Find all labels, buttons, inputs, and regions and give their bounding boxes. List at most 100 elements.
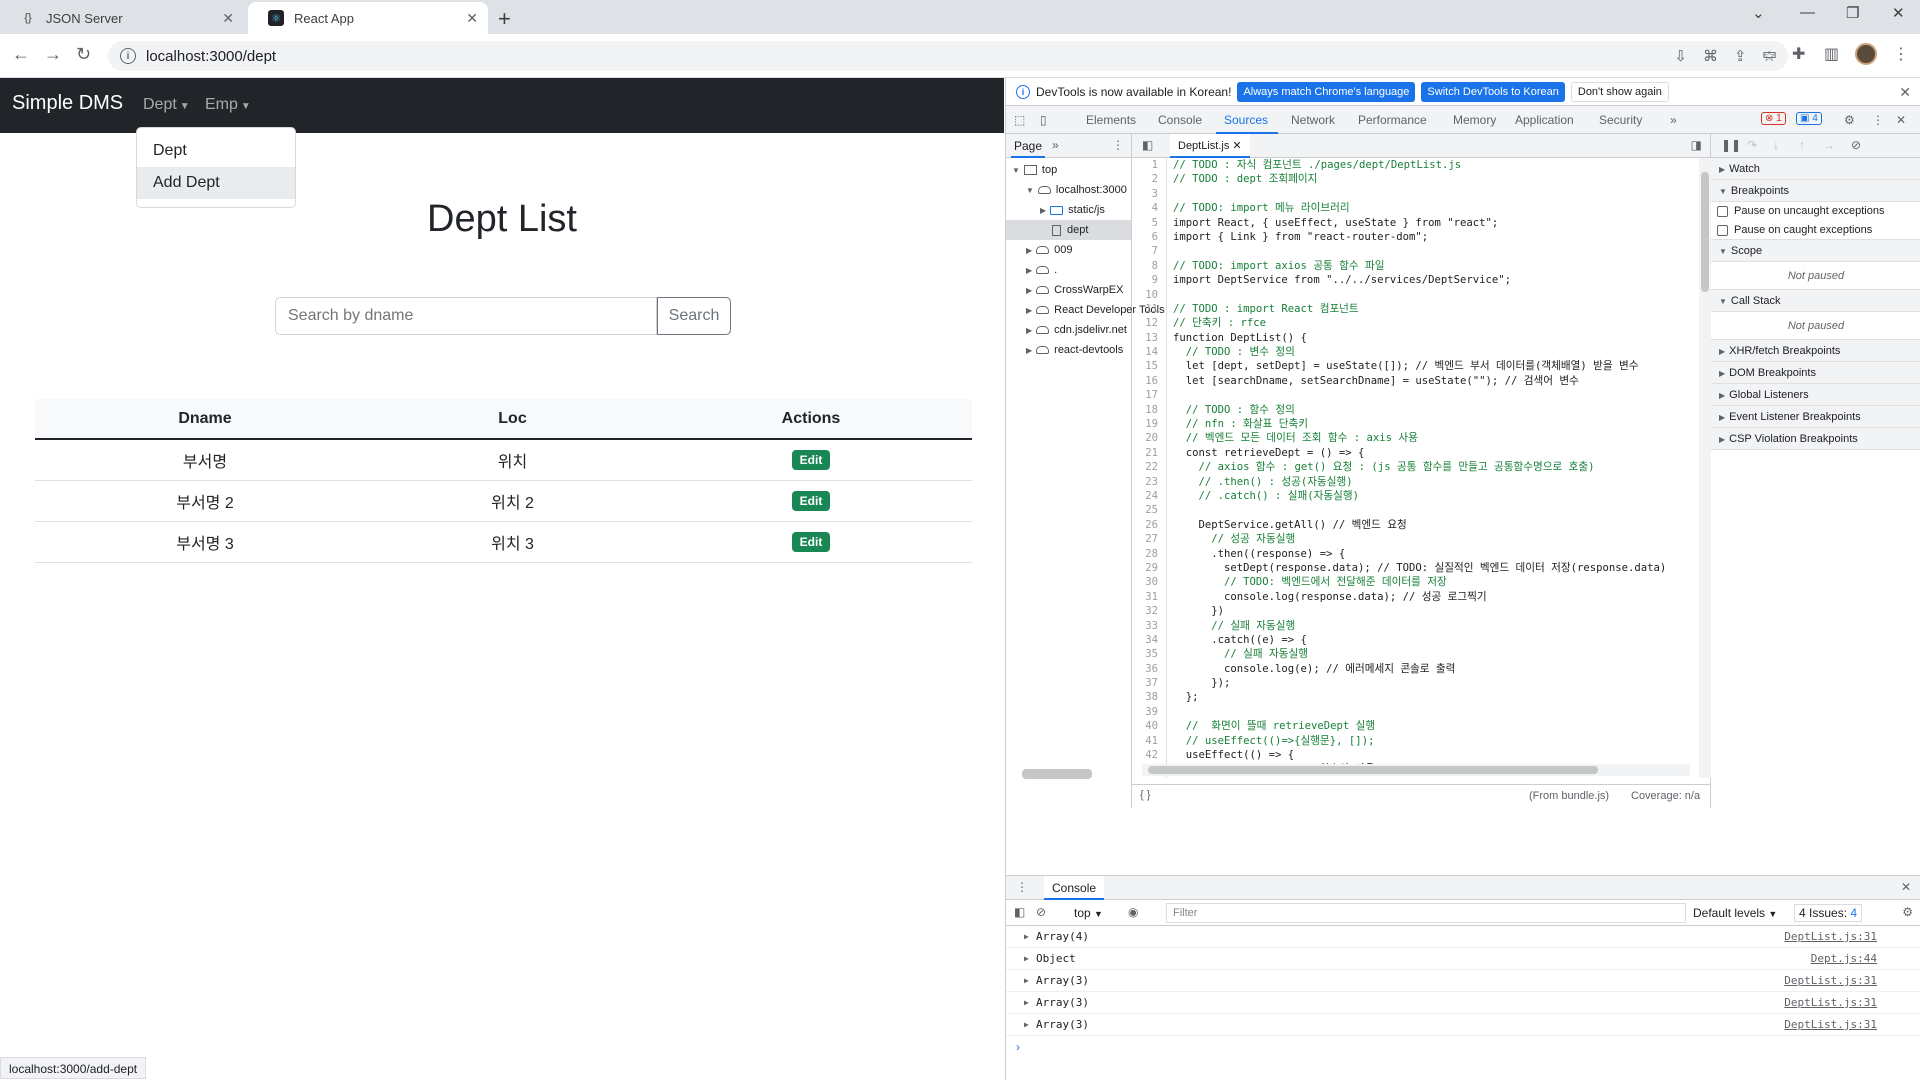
line-number[interactable]: 11 xyxy=(1145,302,1158,315)
reload-icon[interactable]: ↻ xyxy=(76,44,92,64)
line-number[interactable]: 38 xyxy=(1145,691,1158,704)
line-number[interactable]: 31 xyxy=(1145,590,1158,603)
tab-console[interactable]: Console xyxy=(1158,113,1203,127)
line-number[interactable]: 13 xyxy=(1145,331,1158,344)
dropdown-item-add-dept[interactable]: Add Dept xyxy=(137,167,295,199)
clear-console-icon[interactable]: ⊘ xyxy=(1036,905,1047,919)
console-settings-gear-icon[interactable]: ⚙ xyxy=(1902,905,1913,919)
cast-icon[interactable]: ▭ xyxy=(1762,46,1778,63)
tree-item-localhost[interactable]: ▼localhost:3000 xyxy=(1026,180,1127,200)
tab-elements[interactable]: Elements xyxy=(1086,113,1137,127)
step-over-icon[interactable]: ↷ xyxy=(1747,138,1758,152)
code-line[interactable]: 35 // 실패 자동실행 xyxy=(1132,647,1699,662)
line-number[interactable]: 27 xyxy=(1145,533,1158,546)
tab-memory[interactable]: Memory xyxy=(1453,113,1497,127)
menu-kebab-icon[interactable]: ⋮ xyxy=(1893,46,1909,63)
pretty-print-icon[interactable]: { } xyxy=(1140,789,1151,801)
horizontal-scrollbar[interactable] xyxy=(1142,764,1690,776)
device-toolbar-icon[interactable]: ▯ xyxy=(1040,113,1047,127)
line-number[interactable]: 6 xyxy=(1151,230,1158,243)
code-line[interactable]: 14 // TODO : 변수 정의 xyxy=(1132,345,1699,360)
scrollbar-thumb[interactable] xyxy=(1148,766,1598,774)
source-link[interactable]: DeptList.js:31 xyxy=(1784,996,1877,1009)
code-line[interactable]: 8// TODO: import axios 공통 함수 파일 xyxy=(1132,258,1699,274)
pause-caught-option[interactable]: Pause on caught exceptions xyxy=(1711,221,1920,240)
tree-item-top[interactable]: ▼top xyxy=(1012,160,1057,180)
source-link[interactable]: DeptList.js:31 xyxy=(1784,1018,1877,1031)
line-number[interactable]: 1 xyxy=(1151,159,1158,171)
search-input[interactable] xyxy=(275,297,657,335)
section-breakpoints[interactable]: ▼Breakpoints xyxy=(1711,180,1920,202)
line-number[interactable]: 25 xyxy=(1145,504,1158,517)
line-number[interactable]: 2 xyxy=(1151,173,1158,186)
dont-show-again-button[interactable]: Don't show again xyxy=(1570,81,1669,102)
devtools-menu-icon[interactable]: ⋮ xyxy=(1872,113,1884,127)
line-number[interactable]: 26 xyxy=(1145,518,1158,531)
code-line[interactable]: 25 xyxy=(1132,503,1699,518)
line-number[interactable]: 23 xyxy=(1145,475,1158,488)
error-count-badge[interactable]: ⊗ 1 xyxy=(1761,112,1786,125)
line-number[interactable]: 36 xyxy=(1145,662,1158,675)
code-line[interactable]: 19 // nfn : 화살표 단축키 xyxy=(1132,417,1699,432)
new-tab-icon[interactable]: + xyxy=(498,6,511,31)
step-out-icon[interactable]: ↑ xyxy=(1799,138,1805,152)
brand-link[interactable]: Simple DMS xyxy=(12,92,124,114)
line-number[interactable]: 37 xyxy=(1145,677,1158,690)
section-call-stack[interactable]: ▼Call Stack xyxy=(1711,290,1920,312)
match-language-button[interactable]: Always match Chrome's language xyxy=(1237,81,1416,102)
line-number[interactable]: 15 xyxy=(1145,360,1158,373)
code-line[interactable]: 40 // 화면이 뜰때 retrieveDept 실행 xyxy=(1132,719,1699,734)
expand-arrow-icon[interactable]: ▶ xyxy=(1024,1020,1029,1029)
code-area[interactable]: 1// TODO : 자식 컴포넌트 ./pages/dept/DeptList… xyxy=(1132,158,1699,778)
code-line[interactable]: 11// TODO : import React 컴포넌트 xyxy=(1132,301,1699,317)
code-line[interactable]: 16 let [searchDname, setSearchDname] = u… xyxy=(1132,373,1699,389)
drawer-menu-icon[interactable]: ⋮ xyxy=(1016,880,1028,894)
code-line[interactable]: 30 // TODO: 벡엔드에서 전달해준 데이터를 저장 xyxy=(1132,575,1699,590)
address-bar[interactable]: i localhost:3000/dept ⇩ ⌘ ⇪ ☆ xyxy=(108,41,1788,71)
code-line[interactable]: 23 // .then() : 성공(자동실행) xyxy=(1132,474,1699,489)
code-line[interactable]: 32 }) xyxy=(1132,604,1699,619)
site-info-icon[interactable]: i xyxy=(120,48,136,64)
line-number[interactable]: 17 xyxy=(1145,389,1158,402)
line-number[interactable]: 9 xyxy=(1151,274,1158,287)
tree-item-static-js[interactable]: ▶static/js xyxy=(1040,200,1105,220)
minimize-icon[interactable]: — xyxy=(1800,4,1815,21)
source-map-info[interactable]: (From bundle.js) xyxy=(1529,790,1610,802)
close-icon[interactable]: ✕ xyxy=(1232,140,1242,152)
code-line[interactable]: 42 useEffect(() => { xyxy=(1132,748,1699,763)
navigator-tab-page[interactable]: Page xyxy=(1014,139,1043,153)
line-number[interactable]: 12 xyxy=(1145,317,1158,330)
console-prompt-icon[interactable]: › xyxy=(1016,1040,1020,1054)
line-number[interactable]: 29 xyxy=(1145,561,1158,574)
side-panel-icon[interactable]: ▥ xyxy=(1824,46,1840,63)
toggle-debugger-icon[interactable]: ◨ xyxy=(1690,138,1702,152)
file-tab[interactable]: DeptList.js ✕ xyxy=(1170,134,1250,158)
drawer-tab-console[interactable]: Console xyxy=(1044,876,1105,900)
scrollbar-thumb[interactable] xyxy=(1701,172,1709,292)
console-sidebar-icon[interactable]: ◧ xyxy=(1014,905,1026,919)
expand-arrow-icon[interactable]: ▶ xyxy=(1024,954,1029,963)
share-icon[interactable]: ⇪ xyxy=(1733,48,1747,65)
code-line[interactable]: 24 // .catch() : 실패(자동실행) xyxy=(1132,488,1699,504)
code-line[interactable]: 31 console.log(response.data); // 성공 로그찍… xyxy=(1132,589,1699,605)
tree-item-react-devtools-ext[interactable]: ▶react-devtools xyxy=(1026,340,1123,360)
code-line[interactable]: 15 let [dept, setDept] = useState([]); /… xyxy=(1132,359,1699,374)
expand-arrow-icon[interactable]: ▶ xyxy=(1024,932,1029,941)
line-number[interactable]: 28 xyxy=(1145,547,1158,560)
line-number[interactable]: 19 xyxy=(1145,418,1158,431)
code-line[interactable]: 10 xyxy=(1132,287,1699,302)
source-link[interactable]: Dept.js:44 xyxy=(1810,952,1877,965)
deactivate-breakpoints-icon[interactable]: ⊘ xyxy=(1851,138,1862,152)
toggle-navigator-icon[interactable]: ◧ xyxy=(1142,138,1154,152)
line-number[interactable]: 22 xyxy=(1145,461,1158,474)
tree-item-dot[interactable]: ▶. xyxy=(1026,260,1057,280)
navigator-horizontal-scrollbar[interactable] xyxy=(1022,769,1092,779)
dropdown-item-dept[interactable]: Dept xyxy=(153,142,187,159)
section-scope[interactable]: ▼Scope xyxy=(1711,240,1920,262)
nav-dept-dropdown[interactable]: Dept▼ xyxy=(143,96,190,114)
checkbox[interactable] xyxy=(1717,224,1728,236)
line-number[interactable]: 44 xyxy=(1132,777,1166,779)
line-number[interactable]: 7 xyxy=(1151,245,1158,258)
